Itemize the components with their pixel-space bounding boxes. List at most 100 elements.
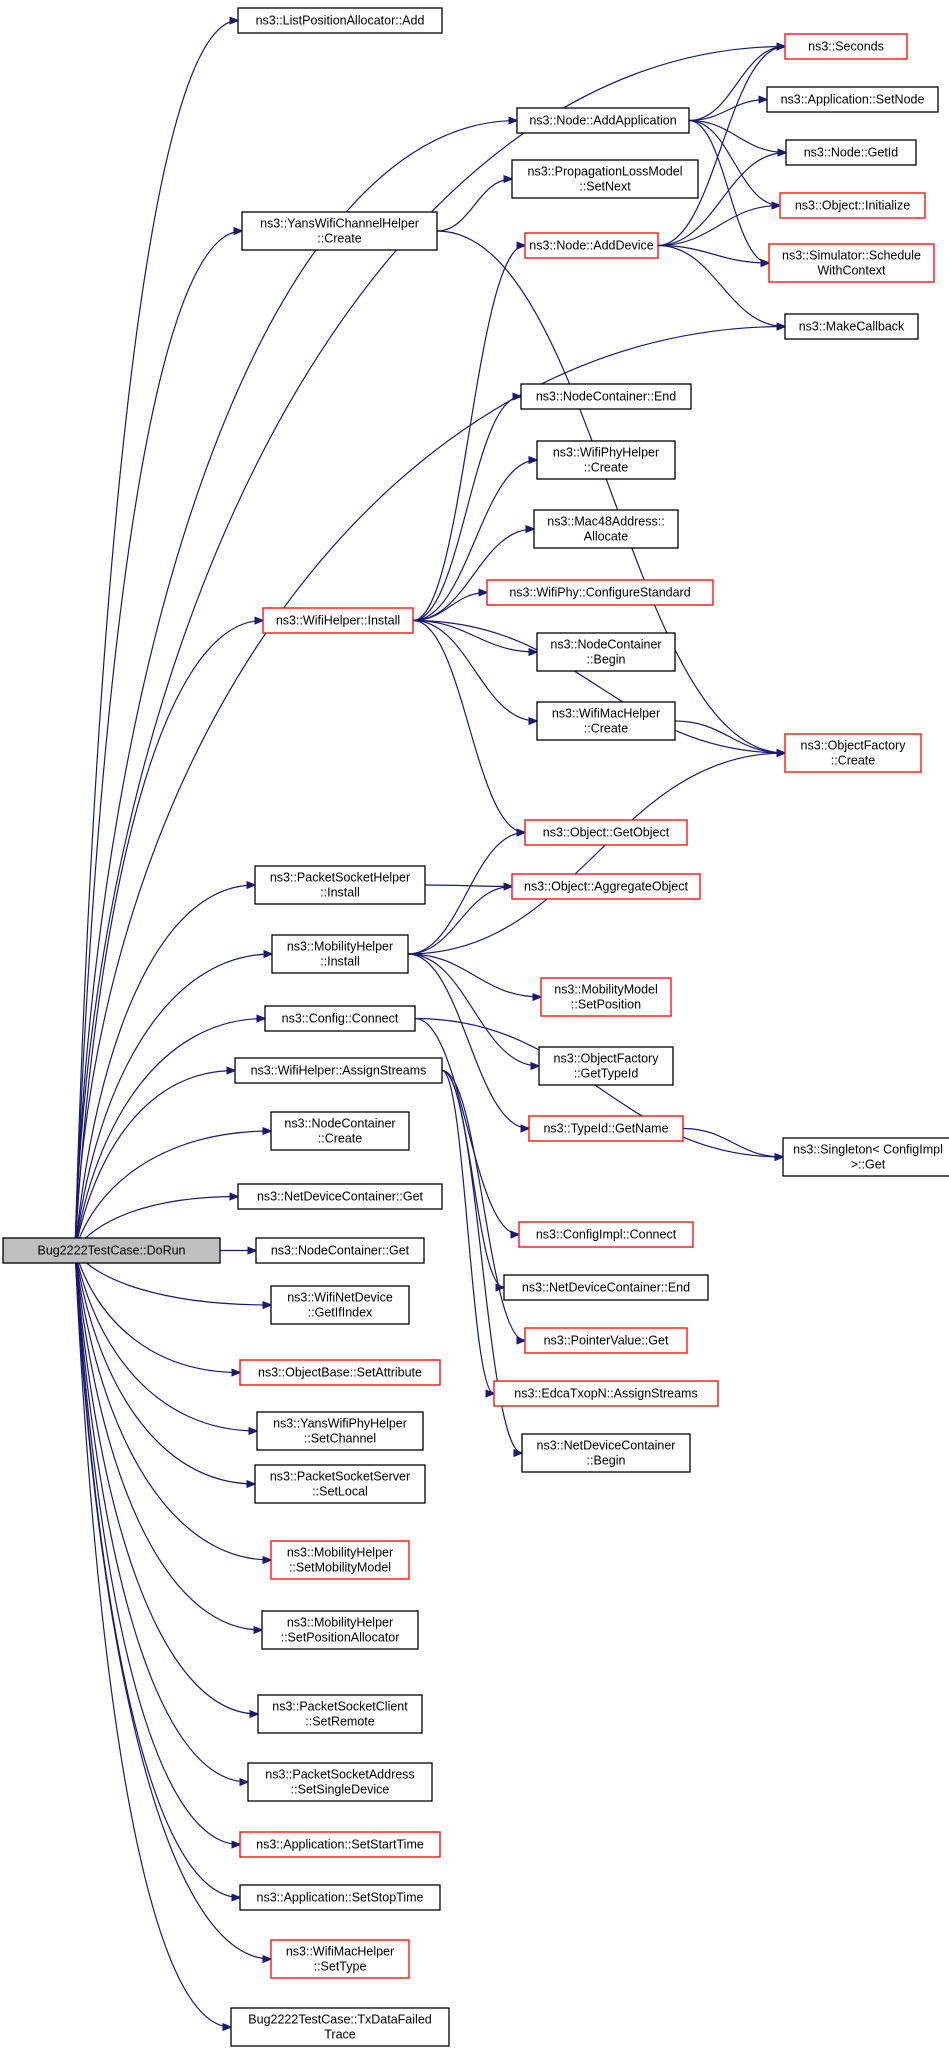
node-ndc-begin[interactable]: ns3::NetDeviceContainer::Begin bbox=[521, 1433, 691, 1473]
node-wp-cfgstd[interactable]: ns3::WifiPhy::ConfigureStandard bbox=[486, 579, 714, 606]
call-edge bbox=[74, 21, 238, 1251]
edge-node-adddev-to-sim-sched bbox=[657, 244, 769, 264]
node-ywph-setchan[interactable]: ns3::YansWifiPhyHelper::SetChannel bbox=[256, 1411, 424, 1451]
node-label: ::SetPositionAllocator bbox=[281, 1631, 400, 1645]
node-pss-setlocal[interactable]: ns3::PacketSocketServer::SetLocal bbox=[254, 1464, 426, 1504]
node-box bbox=[516, 107, 690, 134]
node-nc-end[interactable]: ns3::NodeContainer::End bbox=[520, 383, 692, 410]
call-edge bbox=[407, 833, 525, 955]
call-edge bbox=[412, 619, 785, 754]
call-edge bbox=[74, 231, 242, 1251]
node-mh-install[interactable]: ns3::MobilityHelper::Install bbox=[271, 934, 409, 974]
edge-root-to-psc-setremote bbox=[74, 1250, 258, 1715]
node-label: ns3::MobilityHelper bbox=[287, 940, 393, 954]
call-edge bbox=[657, 47, 785, 247]
node-ob-setattr[interactable]: ns3::ObjectBase::SetAttribute bbox=[239, 1359, 441, 1386]
call-edge bbox=[74, 327, 785, 1251]
node-app-setstop[interactable]: ns3::Application::SetStopTime bbox=[239, 1884, 441, 1911]
edge-node-adddev-to-seconds bbox=[657, 47, 785, 247]
node-box bbox=[241, 211, 438, 251]
edge-wifih-install-to-of-create bbox=[412, 619, 785, 754]
call-edge bbox=[436, 179, 512, 232]
node-wifih-install[interactable]: ns3::WifiHelper::Install bbox=[262, 607, 414, 634]
node-singleton-get[interactable]: ns3::Singleton< ConfigImpl>::Get bbox=[782, 1137, 949, 1177]
node-wph-create[interactable]: ns3::WifiPhyHelper::Create bbox=[536, 440, 676, 480]
node-lpa-add[interactable]: ns3::ListPositionAllocator::Add bbox=[237, 7, 443, 34]
call-edge bbox=[74, 885, 255, 1251]
node-box bbox=[536, 701, 676, 741]
node-cfg-connect[interactable]: ns3::Config::Connect bbox=[264, 1005, 416, 1032]
node-cfgimpl-connect[interactable]: ns3::ConfigImpl::Connect bbox=[518, 1221, 694, 1248]
node-nc-begin[interactable]: ns3::NodeContainer::Begin bbox=[536, 632, 676, 672]
node-of-create[interactable]: ns3::ObjectFactory::Create bbox=[784, 733, 922, 773]
node-label: ns3::PacketSocketAddress bbox=[265, 1768, 414, 1782]
node-obj-init[interactable]: ns3::Object::Initialize bbox=[779, 192, 926, 219]
node-label: Bug2222TestCase::DoRun bbox=[37, 1244, 185, 1258]
node-plm-setnext[interactable]: ns3::PropagationLossModel::SetNext bbox=[511, 159, 699, 199]
node-makecb[interactable]: ns3::MakeCallback bbox=[784, 313, 919, 340]
node-label: ns3::Seconds bbox=[808, 40, 884, 54]
node-label: ns3::ConfigImpl::Connect bbox=[536, 1228, 677, 1242]
node-box bbox=[270, 1111, 410, 1151]
node-node-addapp[interactable]: ns3::Node::AddApplication bbox=[516, 107, 690, 134]
node-mh-setpa[interactable]: ns3::MobilityHelper::SetPositionAllocato… bbox=[261, 1610, 419, 1650]
call-edge bbox=[436, 230, 785, 753]
call-edge bbox=[74, 1250, 240, 1845]
node-wmh-settype[interactable]: ns3::WifiMacHelper::SetType bbox=[270, 1939, 410, 1979]
node-box bbox=[784, 313, 919, 340]
call-edge bbox=[74, 1250, 271, 1561]
call-edge bbox=[412, 619, 537, 653]
call-edge bbox=[74, 954, 272, 1251]
node-wifih-assign[interactable]: ns3::WifiHelper::AssignStreams bbox=[234, 1057, 443, 1084]
node-app-setstart[interactable]: ns3::Application::SetStartTime bbox=[239, 1831, 441, 1858]
node-label: ::GetIfIndex bbox=[308, 1306, 373, 1320]
node-box bbox=[257, 1694, 423, 1734]
node-seconds[interactable]: ns3::Seconds bbox=[784, 33, 908, 60]
node-box bbox=[271, 934, 409, 974]
node-label: ::Begin bbox=[587, 653, 626, 667]
node-nc-get[interactable]: ns3::NodeContainer::Get bbox=[255, 1237, 425, 1264]
call-edge bbox=[657, 153, 786, 247]
node-wmh-create[interactable]: ns3::WifiMacHelper::Create bbox=[536, 701, 676, 741]
edge-root-to-nc-create bbox=[74, 1131, 271, 1251]
node-root[interactable]: Bug2222TestCase::DoRun bbox=[2, 1237, 221, 1264]
node-nc-create[interactable]: ns3::NodeContainer::Create bbox=[270, 1111, 410, 1151]
node-label: ns3::WifiPhyHelper bbox=[553, 446, 659, 460]
node-pv-get[interactable]: ns3::PointerValue::Get bbox=[524, 1327, 688, 1354]
node-ywch-create[interactable]: ns3::YansWifiChannelHelper::Create bbox=[241, 211, 438, 251]
node-wnd-getifindex[interactable]: ns3::WifiNetDevice::GetIfIndex bbox=[270, 1285, 410, 1325]
node-box bbox=[237, 7, 443, 34]
node-ndc-get[interactable]: ns3::NetDeviceContainer::Get bbox=[237, 1183, 443, 1210]
node-obj-getobj[interactable]: ns3::Object::GetObject bbox=[524, 819, 688, 846]
node-label: ::SetType bbox=[314, 1960, 367, 1974]
call-edge bbox=[657, 244, 785, 327]
node-label: ns3::Object::GetObject bbox=[543, 826, 670, 840]
node-tid-getname[interactable]: ns3::TypeId::GetName bbox=[528, 1115, 684, 1142]
node-label: ns3::ObjectFactory bbox=[554, 1052, 660, 1066]
node-node-getid[interactable]: ns3::Node::GetId bbox=[785, 139, 917, 166]
call-edge bbox=[657, 244, 769, 264]
call-edge bbox=[412, 529, 534, 622]
node-ndc-end[interactable]: ns3::NetDeviceContainer::End bbox=[503, 1274, 709, 1301]
node-edca-assign[interactable]: ns3::EdcaTxopN::AssignStreams bbox=[493, 1380, 719, 1407]
node-mh-setmm[interactable]: ns3::MobilityHelper::SetMobilityModel bbox=[270, 1540, 410, 1580]
node-app-setnode[interactable]: ns3::Application::SetNode bbox=[766, 86, 939, 113]
node-mac48-alloc[interactable]: ns3::Mac48Address::Allocate bbox=[533, 509, 679, 549]
edge-node-adddev-to-makecb bbox=[657, 244, 785, 327]
call-edge bbox=[688, 47, 785, 122]
node-psa-setsingle[interactable]: ns3::PacketSocketAddress::SetSingleDevic… bbox=[247, 1762, 433, 1802]
node-obj-aggr[interactable]: ns3::Object::AggregateObject bbox=[511, 873, 701, 900]
node-mm-setpos[interactable]: ns3::MobilityModel::SetPosition bbox=[540, 977, 672, 1017]
node-box bbox=[521, 1433, 691, 1473]
node-box bbox=[230, 2007, 450, 2047]
node-of-gettid[interactable]: ns3::ObjectFactory::GetTypeId bbox=[538, 1046, 674, 1086]
node-box bbox=[239, 1884, 441, 1911]
node-psh-install[interactable]: ns3::PacketSocketHelper::Install bbox=[254, 865, 426, 905]
node-psc-setremote[interactable]: ns3::PacketSocketClient::SetRemote bbox=[257, 1694, 423, 1734]
edge-cfg-connect-to-cfgimpl-connect bbox=[414, 1017, 519, 1235]
node-node-adddev[interactable]: ns3::Node::AddDevice bbox=[524, 232, 659, 259]
node-label: Bug2222TestCase::TxDataFailed bbox=[248, 2013, 431, 2027]
